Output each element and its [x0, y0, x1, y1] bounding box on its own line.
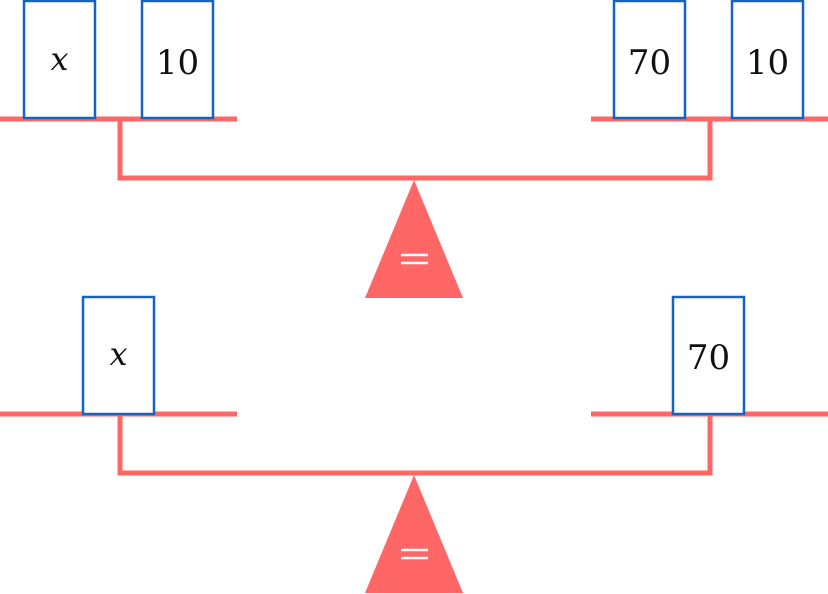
balance-scale-1: x 10 70 10: [0, 0, 828, 298]
balance-beam-2: [117, 414, 713, 476]
equals-sign-2: [401, 548, 428, 560]
block-label: 10: [156, 43, 199, 83]
block-right-1b: 10: [730, 0, 805, 120]
equals-sign-1: [401, 253, 428, 265]
fulcrum-triangle-1: [365, 180, 463, 298]
balance-beam-1: [117, 119, 713, 181]
block-label: 70: [687, 338, 730, 378]
fulcrum-triangle-2: [365, 475, 463, 593]
block-label: 70: [628, 43, 671, 83]
block-left-1b: 10: [140, 0, 215, 120]
block-left-2a: x: [81, 295, 156, 416]
block-label: x: [109, 335, 127, 373]
block-right-2a: 70: [671, 295, 746, 416]
block-left-1a: x: [22, 0, 97, 120]
balance-scale-2: x 70: [0, 295, 828, 593]
block-right-1a: 70: [612, 0, 687, 120]
block-label: x: [50, 40, 68, 78]
block-label: 10: [746, 43, 789, 83]
